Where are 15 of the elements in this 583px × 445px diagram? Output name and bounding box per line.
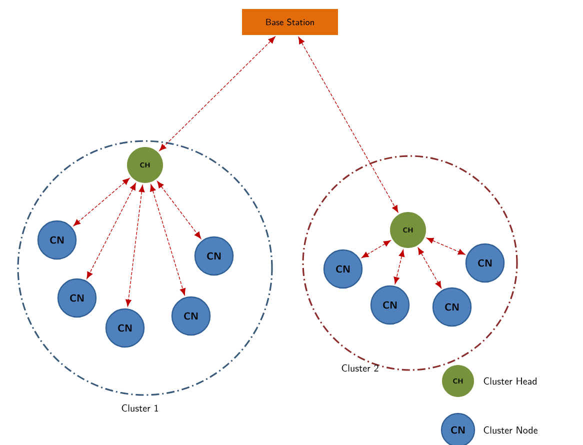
arrow [361, 240, 391, 258]
arrow [394, 250, 405, 284]
node-label: Cluster 1 [122, 404, 158, 412]
arrow [150, 184, 186, 296]
arrow [73, 178, 130, 226]
arrow [418, 247, 442, 288]
arrow [157, 181, 202, 239]
legend-text: Cluster Node [484, 426, 538, 434]
arrow [86, 182, 136, 279]
arrow [298, 36, 398, 212]
arrow [426, 238, 466, 255]
base-station-box: Base Station [242, 9, 338, 35]
arrow [159, 36, 276, 151]
arrow [126, 185, 145, 307]
legend-text: Cluster Head [484, 377, 536, 385]
